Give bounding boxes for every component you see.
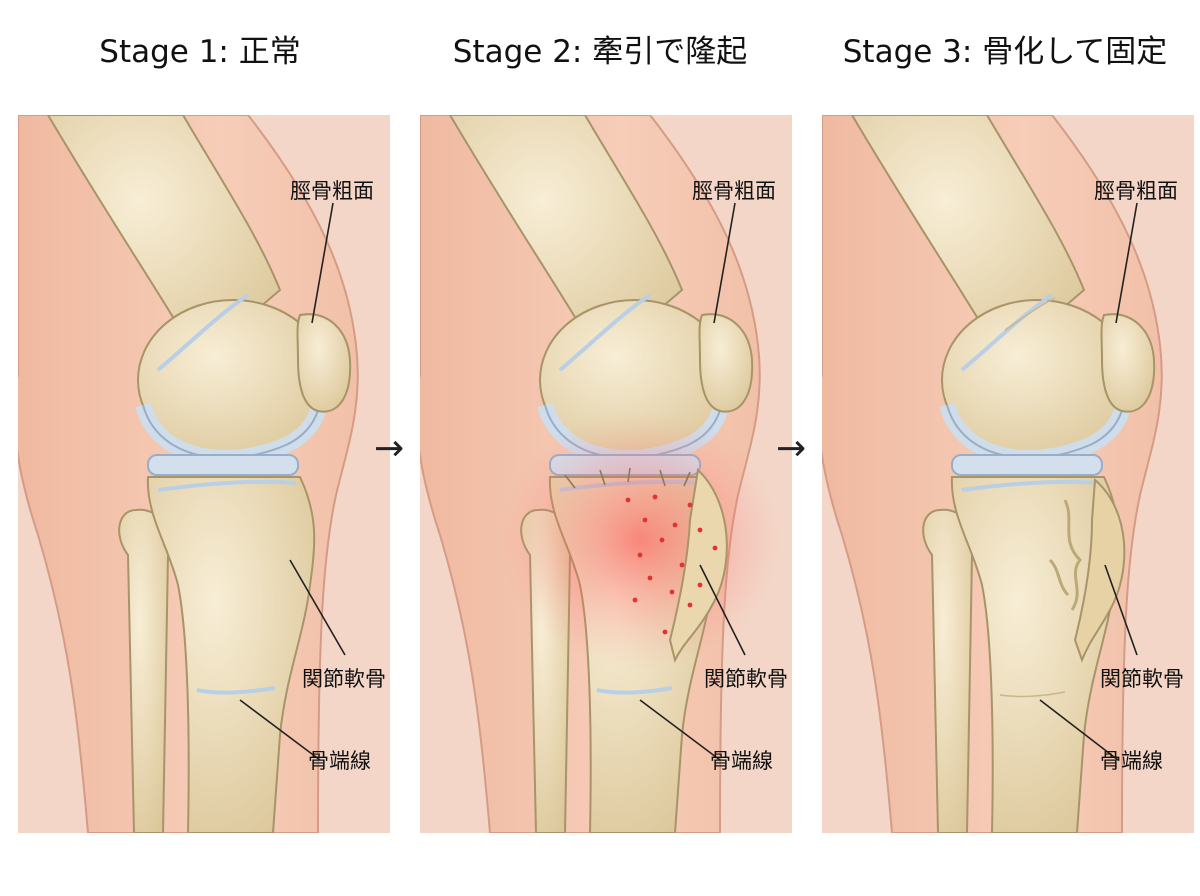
panel-stage-1	[14, 115, 390, 833]
arrow-1-to-2: →	[374, 428, 404, 469]
stage-1-growth-plate-label: 骨端線	[308, 749, 371, 773]
arrow-2-to-3: →	[776, 428, 806, 469]
inflammation-glow	[500, 410, 780, 670]
stage-2-growth-plate-label: 骨端線	[710, 749, 773, 773]
leader-lines	[239, 202, 1138, 761]
stage-2-tuberosity-label: 脛骨粗面	[692, 179, 776, 203]
stage-3-cartilage-label: 関節軟骨	[1100, 667, 1184, 691]
stage-3-tuberosity-label: 脛骨粗面	[1094, 179, 1178, 203]
stage-1-cartilage-label: 関節軟骨	[302, 667, 386, 691]
stage-1-tuberosity-label: 脛骨粗面	[290, 179, 374, 203]
stage-2-cartilage-label: 関節軟骨	[704, 667, 788, 691]
stage-2-title: Stage 2: 牽引で隆起	[452, 34, 748, 70]
panel-stage-3	[818, 115, 1194, 833]
stage-3-growth-plate-label: 骨端線	[1100, 749, 1163, 773]
stage-3-title: Stage 3: 骨化して固定	[842, 34, 1168, 70]
panel-stage-2	[416, 115, 792, 833]
stage-1-title: Stage 1: 正常	[99, 34, 301, 70]
